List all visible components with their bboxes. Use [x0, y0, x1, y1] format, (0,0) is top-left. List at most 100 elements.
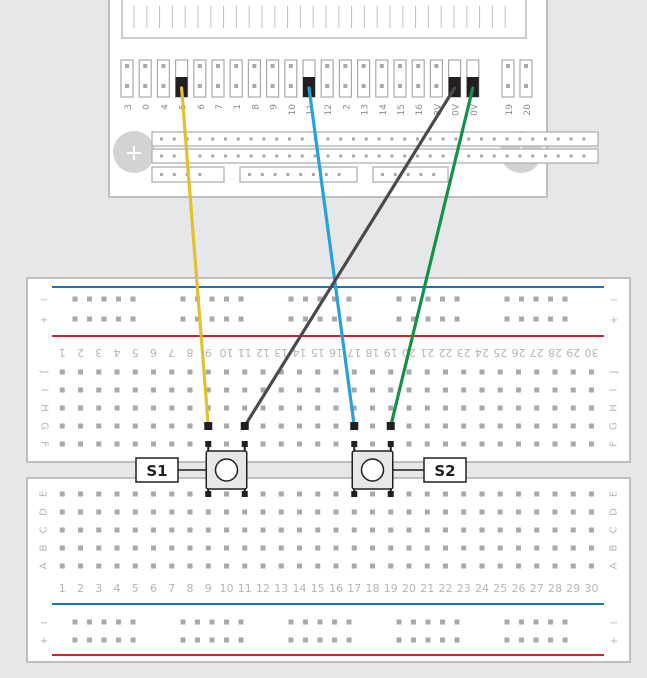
strip-hole — [582, 137, 586, 141]
rail-hole — [238, 296, 244, 302]
column-label-bottom: 19 — [384, 582, 398, 595]
breadboard-hole — [278, 387, 284, 393]
breadboard-hole — [589, 369, 594, 375]
breadboard-hole — [78, 509, 83, 515]
header-pin-dot — [143, 84, 148, 88]
breadboard-hole — [370, 405, 375, 411]
breadboard-hole — [297, 563, 302, 569]
breadboard-hole — [570, 509, 576, 515]
aux-pin-group — [501, 59, 533, 98]
hole-strip — [151, 148, 599, 164]
header-pin-dot — [379, 84, 384, 88]
rail-hole — [101, 637, 107, 643]
component-label-box — [135, 457, 179, 483]
breadboard-hole — [534, 527, 540, 533]
breadboard-hole — [388, 405, 394, 411]
breadboard-hole — [406, 423, 412, 429]
rail-hole — [425, 619, 431, 625]
rail-hole — [396, 619, 402, 625]
strip-hole — [198, 173, 202, 176]
strip-hole — [260, 173, 264, 176]
column-label-top: 14 — [293, 346, 307, 359]
row-label-right: I — [609, 389, 620, 392]
breadboard-hole — [242, 509, 248, 515]
breadboard-hole — [96, 405, 102, 411]
rail-hole — [224, 619, 229, 625]
rail-hole — [238, 316, 244, 322]
header-pin-dot — [325, 64, 330, 68]
breadboard-hole — [443, 441, 448, 447]
rail-sign-right: + — [610, 636, 618, 647]
strip-hole — [544, 137, 547, 141]
breadboard-hole — [534, 491, 540, 497]
breadboard-hole — [205, 509, 211, 515]
strip-hole — [352, 154, 355, 158]
breadboard-hole — [461, 423, 467, 429]
aux-pin-dot — [506, 64, 510, 68]
breadboard-hole — [443, 369, 448, 375]
breadboard-hole — [388, 527, 394, 533]
breadboard-hole — [406, 545, 412, 551]
header-pin-dot — [288, 84, 293, 88]
breadboard-hole — [534, 563, 540, 569]
strip-hole — [467, 154, 471, 158]
breadboard-hole — [297, 545, 302, 551]
breadboard-hole — [351, 545, 357, 551]
breadboard-hole — [461, 545, 467, 551]
strip-hole — [198, 154, 202, 158]
rail-hole — [180, 316, 186, 322]
strip-hole — [531, 137, 535, 141]
column-label-bottom: 2 — [77, 582, 84, 595]
header-pin-dot — [234, 64, 239, 68]
breadboard-hole — [497, 563, 503, 569]
header-pin-dot — [252, 84, 257, 88]
wire-end-pin — [204, 422, 213, 430]
breadboard-hole — [333, 563, 339, 569]
rail-hole — [72, 296, 78, 302]
breadboard-hole — [151, 387, 156, 393]
strip-hole — [211, 137, 215, 141]
breadboard-hole — [96, 387, 102, 393]
strip-hole — [160, 173, 163, 176]
header-pin — [193, 59, 207, 98]
breadboard-hole — [388, 545, 394, 551]
aux-pin-dot — [524, 64, 528, 68]
breadboard-hole — [224, 387, 229, 393]
breadboard-hole — [151, 441, 156, 447]
breadboard-hole — [333, 527, 339, 533]
breadboard-hole — [187, 405, 193, 411]
header-pin-label: 0V — [470, 103, 480, 116]
breadboard-hole — [388, 563, 394, 569]
column-label-top: 1 — [59, 346, 66, 359]
breadboard-hole — [224, 527, 229, 533]
breadboard-hole — [278, 405, 284, 411]
breadboard-hole — [96, 441, 102, 447]
column-label-top: 22 — [439, 346, 453, 359]
rail-hole — [116, 316, 121, 322]
button-leg — [387, 441, 394, 447]
breadboard-hole — [169, 509, 175, 515]
rail-hole — [303, 637, 308, 643]
strip-hole — [286, 173, 290, 176]
breadboard-hole — [479, 491, 485, 497]
column-label-top: 29 — [566, 346, 580, 359]
header-pin-label: 4 — [160, 104, 170, 110]
breadboard-hole — [278, 369, 284, 375]
breadboard-hole — [351, 387, 357, 393]
strip-hole — [313, 154, 317, 158]
breadboard-hole — [96, 563, 102, 569]
rail-hole — [562, 619, 568, 625]
column-label-bottom: 30 — [585, 582, 599, 595]
rail-hole — [195, 316, 200, 322]
breadboard-hole — [169, 441, 175, 447]
breadboard-hole — [552, 509, 558, 515]
button-leg — [205, 491, 212, 497]
breadboard-hole — [187, 545, 193, 551]
breadboard-hole — [59, 441, 65, 447]
breadboard-hole — [479, 563, 485, 569]
rail-hole — [425, 296, 431, 302]
strip-hole — [556, 154, 560, 158]
breadboard-hole — [516, 423, 521, 429]
breadboard-hole — [370, 441, 375, 447]
column-label-top: 3 — [95, 346, 102, 359]
